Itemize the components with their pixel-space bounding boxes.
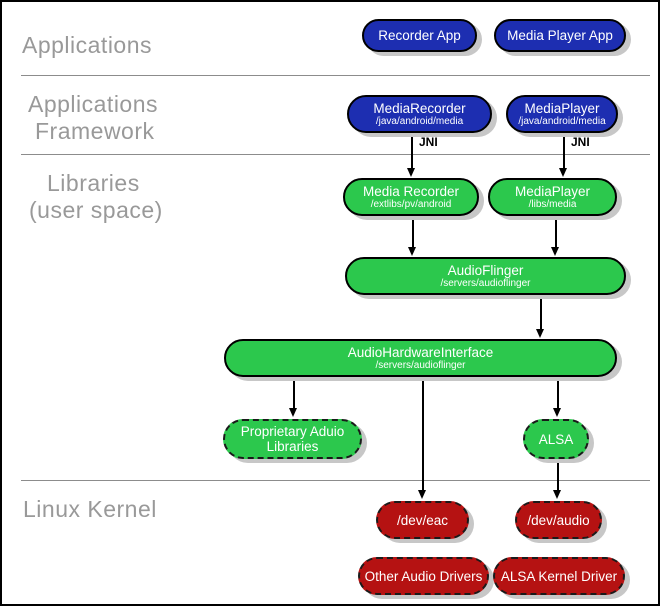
node-subtitle: /java/android/media (375, 115, 464, 127)
node-media-recorder-library: Media Recorder/extlibs/pv/android (343, 178, 479, 216)
applications-layer-label: Applications (22, 32, 153, 58)
arrow-audioflinger-ahi-line (540, 295, 542, 331)
node-media-player-framework: MediaPlayer/java/android/media (506, 95, 618, 133)
node-dev-eac: /dev/eac (376, 501, 469, 539)
node-title: Other Audio Drivers (364, 568, 483, 584)
node-subtitle: /libs/media (528, 198, 577, 210)
node-title: Recorder App (378, 28, 461, 43)
libraries-label-2: (user space) (29, 197, 163, 223)
arrow-ahi-proprietary-line (293, 378, 295, 410)
node-subtitle: /extlibs/pv/android (370, 198, 452, 210)
arrow-mediaplayer-audioflinger-arrowhead-icon (551, 247, 560, 256)
node-title: Libraries (266, 439, 319, 454)
arrow-alsa-dev-audio-line (557, 460, 559, 492)
arrow-mediarecorder-audioflinger-line (412, 216, 414, 249)
node-title: AudioHardwareInterface (347, 344, 494, 360)
arrow-ahi-dev-eac-arrowhead-icon (418, 490, 427, 499)
arrow-mediaplayer-jni-label: JNI (571, 135, 590, 149)
applications-framework-label-2: Framework (35, 118, 155, 144)
node-title: AudioFlinger (447, 262, 524, 278)
linux-kernel-label: Linux Kernel (23, 496, 157, 522)
arrow-ahi-proprietary-arrowhead-icon (289, 408, 298, 417)
arrow-mediarecorder-jni-label: JNI (419, 135, 438, 149)
arrow-ahi-alsa-line (557, 378, 559, 410)
arrow-alsa-dev-audio-arrowhead-icon (553, 490, 562, 499)
libraries-label-1: Libraries (47, 170, 140, 196)
layer-divider-3 (21, 480, 650, 481)
node-media-player-library: MediaPlayer/libs/media (488, 178, 617, 216)
layer-divider-2 (21, 154, 650, 155)
node-subtitle: /servers/audioflinger (375, 359, 466, 371)
arrow-mediarecorder-jni-arrowhead-icon (407, 168, 416, 177)
arrow-ahi-alsa-arrowhead-icon (553, 408, 562, 417)
node-subtitle: /servers/audioflinger (440, 277, 531, 289)
arrow-mediaplayer-jni-line (563, 133, 565, 170)
node-media-recorder-framework: MediaRecorder/java/android/media (347, 95, 492, 133)
node-recorder-app: Recorder App (362, 19, 477, 52)
node-audio-hardware-interface: AudioHardwareInterface/servers/audioflin… (224, 339, 617, 377)
node-dev-audio: /dev/audio (515, 501, 602, 539)
applications-framework-label-1: Applications (28, 91, 159, 117)
node-title: /dev/eac (396, 512, 449, 528)
node-media-player-app: Media Player App (494, 19, 626, 52)
arrow-audioflinger-ahi-arrowhead-icon (536, 329, 545, 338)
arrow-mediaplayer-jni-arrowhead-icon (559, 168, 568, 177)
arrow-mediarecorder-jni-line (411, 133, 413, 170)
layer-divider-1 (21, 75, 650, 76)
arrow-ahi-dev-eac-line (422, 378, 424, 492)
node-title: ALSA (538, 431, 574, 447)
node-title: Proprietary Aduio (240, 424, 345, 439)
node-title: /dev/audio (527, 512, 590, 528)
node-title: ALSA Kernel Driver (500, 568, 618, 584)
node-title: Media Player App (507, 28, 613, 43)
node-other-audio-drivers: Other Audio Drivers (358, 557, 489, 595)
node-audioflinger: AudioFlinger/servers/audioflinger (345, 257, 626, 295)
node-alsa-kernel-driver: ALSA Kernel Driver (493, 557, 625, 595)
node-subtitle: /java/android/media (518, 115, 606, 127)
arrow-mediaplayer-audioflinger-line (555, 216, 557, 249)
arrow-mediarecorder-audioflinger-arrowhead-icon (408, 247, 417, 256)
node-title: Media Recorder (362, 183, 460, 199)
node-title: MediaPlayer (524, 100, 600, 116)
node-alsa: ALSA (523, 419, 589, 459)
node-title: MediaRecorder (373, 100, 466, 116)
node-title: MediaPlayer (514, 183, 591, 199)
